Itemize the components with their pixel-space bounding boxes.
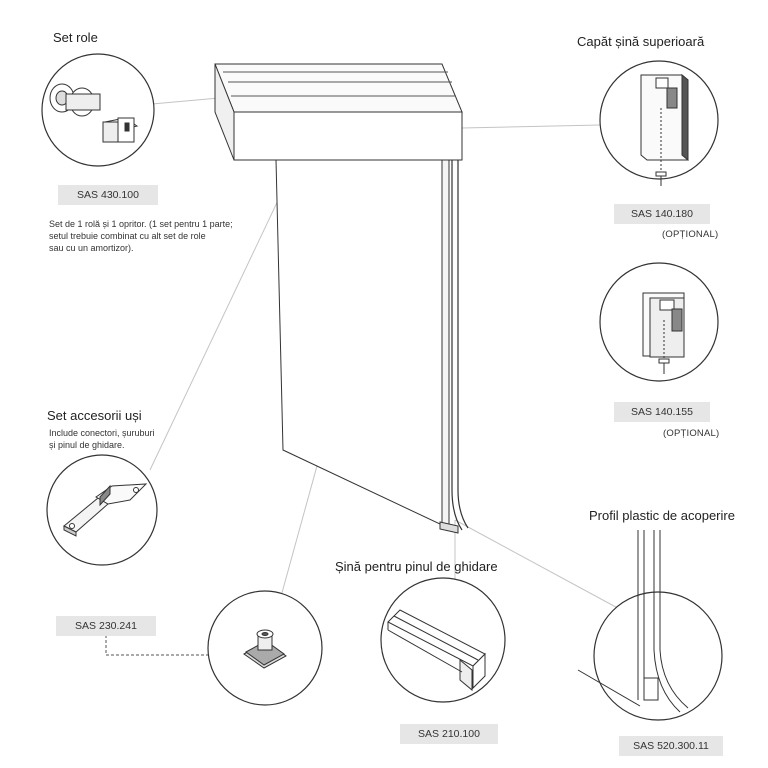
code-capat-sina-2: SAS 140.155 [614, 402, 710, 422]
label-set-role: Set role [53, 30, 98, 45]
detail-circle-profil [577, 530, 723, 721]
rail-side-face [214, 63, 235, 161]
leader-pin [279, 454, 321, 601]
profil-icon [637, 530, 689, 713]
guide-pin-icon [243, 629, 287, 669]
profil-base-line [577, 669, 641, 707]
connector-bracket-icon [63, 483, 148, 537]
profile-curve-outer [451, 150, 463, 531]
rail-top-face [214, 63, 463, 113]
rail-end-icon-1 [640, 73, 689, 186]
door-bottom-guide [439, 521, 459, 534]
leader-dashed-accesorii [105, 630, 215, 656]
leader-capat-sina [461, 124, 601, 129]
code-set-role: SAS 430.100 [58, 185, 158, 205]
note-set-role-line2: setul trebuie combinat cu alt set de rol… [49, 231, 206, 241]
detail-circle-sina-pinul [380, 577, 506, 703]
note-set-role: Set de 1 rolă și 1 opritor. (1 set pentr… [49, 218, 233, 254]
detail-circle-capat-sina-2 [599, 262, 719, 382]
door-edge [441, 117, 450, 528]
note-set-role-line3: sau cu un amortizor). [49, 243, 134, 253]
guide-rail-icon [387, 609, 486, 692]
label-capat-sina: Capăt șină superioară [577, 34, 705, 49]
code-accesorii: SAS 230.241 [56, 616, 156, 636]
note-set-role-line1: Set de 1 rolă și 1 opritor. (1 set pentr… [49, 219, 233, 229]
rail-front-face [233, 111, 463, 161]
label-profil-plastic: Profil plastic de acoperire [589, 508, 735, 523]
top-rail [214, 63, 463, 161]
leader-profil [454, 519, 626, 613]
note-accesorii-line2: și pinul de ghidare. [49, 440, 125, 450]
door-panel [274, 117, 459, 534]
rail-end-icon-2 [642, 292, 685, 374]
detail-circle-guide-pin [207, 590, 323, 706]
optional-tag-1: (OPȚIONAL) [662, 229, 719, 240]
roller-icon [49, 83, 139, 143]
code-sina-pinul: SAS 210.100 [400, 724, 498, 744]
code-profil-plastic: SAS 520.300.11 [619, 736, 723, 756]
detail-circle-set-role [41, 53, 155, 167]
door-face [274, 117, 443, 526]
label-sina-pinul: Șină pentru pinul de ghidare [335, 559, 498, 574]
optional-tag-2: (OPȚIONAL) [663, 428, 720, 439]
note-accesorii: Include conectori, șuruburi și pinul de … [49, 427, 155, 451]
note-accesorii-line1: Include conectori, șuruburi [49, 428, 155, 438]
label-set-accesorii: Set accesorii uși [47, 408, 142, 423]
detail-circle-accesorii [46, 454, 158, 566]
detail-circle-capat-sina-1 [599, 60, 719, 186]
profile-curve-inner [457, 150, 469, 529]
code-capat-sina-1: SAS 140.180 [614, 204, 710, 224]
